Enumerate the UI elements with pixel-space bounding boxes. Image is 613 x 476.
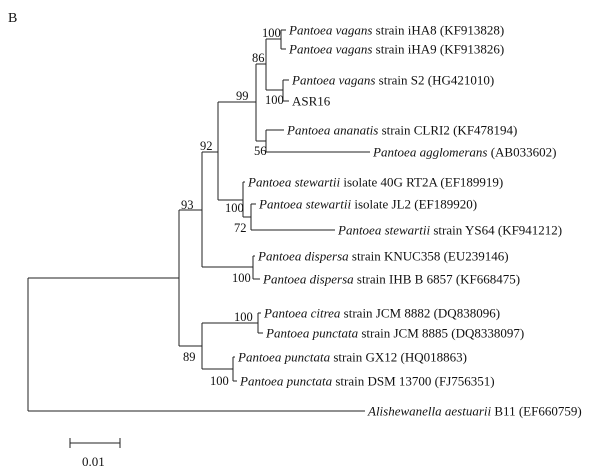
taxon-label-t11: Pantoea dispersa strain IHB B 6857 (KF66…	[262, 272, 520, 287]
taxon-species: Pantoea stewartii	[258, 197, 351, 212]
taxon-species: Pantoea dispersa	[262, 272, 354, 287]
taxon-label-t1: Pantoea vagans strain iHA8 (KF913828)	[288, 23, 504, 38]
bootstrap-n_A: 99	[236, 89, 249, 103]
bootstrap-n_jlys: 72	[234, 221, 247, 235]
taxon-species: Pantoea vagans	[291, 73, 375, 88]
taxon-label-t15: Pantoea punctata strain DSM 13700 (FJ756…	[239, 374, 495, 389]
taxon-label-t2: Pantoea vagans strain iHA9 (KF913826)	[288, 42, 504, 57]
taxon-species: Alishewanella aestuarii	[367, 404, 492, 419]
taxon-label-t13: Pantoea punctata strain JCM 8885 (DQ8338…	[265, 326, 524, 341]
bootstrap-n_vag89: 100	[262, 26, 281, 40]
bootstrap-n_anag: 56	[254, 144, 267, 158]
taxon-species: Pantoea ananatis	[286, 123, 378, 138]
taxon-label-t4: ASR16	[292, 94, 331, 109]
taxon-species: Pantoea punctata	[265, 326, 359, 341]
taxon-species: Pantoea agglomerans	[372, 145, 487, 160]
bootstrap-n_stew: 100	[225, 201, 244, 215]
scale-bar-label: 0.01	[82, 454, 105, 469]
taxon-detail: strain JCM 8885 (DQ8338097)	[358, 326, 524, 341]
taxon-species: Pantoea stewartii	[247, 175, 340, 190]
taxon-species: Pantoea citrea	[263, 306, 341, 321]
taxon-detail: isolate JL2 (EF189920)	[351, 197, 477, 212]
taxon-species: Pantoea punctata	[237, 350, 331, 365]
taxon-detail: isolate 40G RT2A (EF189919)	[340, 175, 503, 190]
taxon-detail: strain JCM 8882 (DQ838096)	[340, 306, 500, 321]
taxon-label-t9: Pantoea stewartii strain YS64 (KF941212)	[337, 223, 562, 238]
taxon-labels: Pantoea vagans strain iHA8 (KF913828)Pan…	[237, 23, 582, 419]
taxon-species: Pantoea vagans	[288, 42, 372, 57]
taxon-detail: strain DSM 13700 (FJ756351)	[332, 374, 495, 389]
taxon-label-t12: Pantoea citrea strain JCM 8882 (DQ838096…	[263, 306, 500, 321]
tree-branches	[27, 29, 370, 412]
bootstrap-n_pp: 100	[210, 374, 229, 388]
panel-label: B	[8, 11, 17, 26]
bootstrap-values: 100 86 100 99 56 92 100 72 93 100 100 89 100	[181, 26, 284, 388]
taxon-detail: (AB033602)	[487, 145, 556, 160]
taxon-detail: strain S2 (HG421010)	[375, 73, 494, 88]
taxon-label-t5: Pantoea ananatis strain CLRI2 (KF478194)	[286, 123, 517, 138]
taxon-label-t10: Pantoea dispersa strain KNUC358 (EU23914…	[257, 249, 509, 264]
taxon-detail: strain KNUC358 (EU239146)	[349, 249, 509, 264]
taxon-detail: strain iHA8 (KF913828)	[372, 23, 504, 38]
taxon-label-t7: Pantoea stewartii isolate 40G RT2A (EF18…	[247, 175, 503, 190]
taxon-species: Pantoea punctata	[239, 374, 333, 389]
taxon-label-t16: Alishewanella aestuarii B11 (EF660759)	[367, 404, 582, 419]
taxon-detail: ASR16	[292, 94, 331, 109]
taxon-species: Pantoea stewartii	[337, 223, 430, 238]
taxon-detail: strain YS64 (KF941212)	[430, 223, 562, 238]
taxon-detail: strain CLRI2 (KF478194)	[378, 123, 517, 138]
taxon-detail: B11 (EF660759)	[491, 404, 582, 419]
bootstrap-n_disp: 100	[232, 271, 251, 285]
bootstrap-n_s2asr: 100	[265, 93, 284, 107]
scale-bar: 0.01	[69, 438, 121, 469]
taxon-label-t8: Pantoea stewartii isolate JL2 (EF189920)	[258, 197, 477, 212]
taxon-label-t6: Pantoea agglomerans (AB033602)	[372, 145, 556, 160]
bootstrap-n_cp: 100	[234, 310, 253, 324]
bootstrap-n_B: 92	[200, 139, 213, 153]
taxon-detail: strain GX12 (HQ018863)	[330, 350, 467, 365]
taxon-label-t14: Pantoea punctata strain GX12 (HQ018863)	[237, 350, 467, 365]
taxon-species: Pantoea dispersa	[257, 249, 349, 264]
bootstrap-n_C: 93	[181, 198, 194, 212]
taxon-detail: strain IHB B 6857 (KF668475)	[354, 272, 520, 287]
taxon-detail: strain iHA9 (KF913826)	[372, 42, 504, 57]
taxon-species: Pantoea vagans	[288, 23, 372, 38]
bootstrap-n_vag: 86	[252, 51, 265, 65]
taxon-label-t3: Pantoea vagans strain S2 (HG421010)	[291, 73, 494, 88]
bootstrap-n_D: 89	[183, 350, 196, 364]
